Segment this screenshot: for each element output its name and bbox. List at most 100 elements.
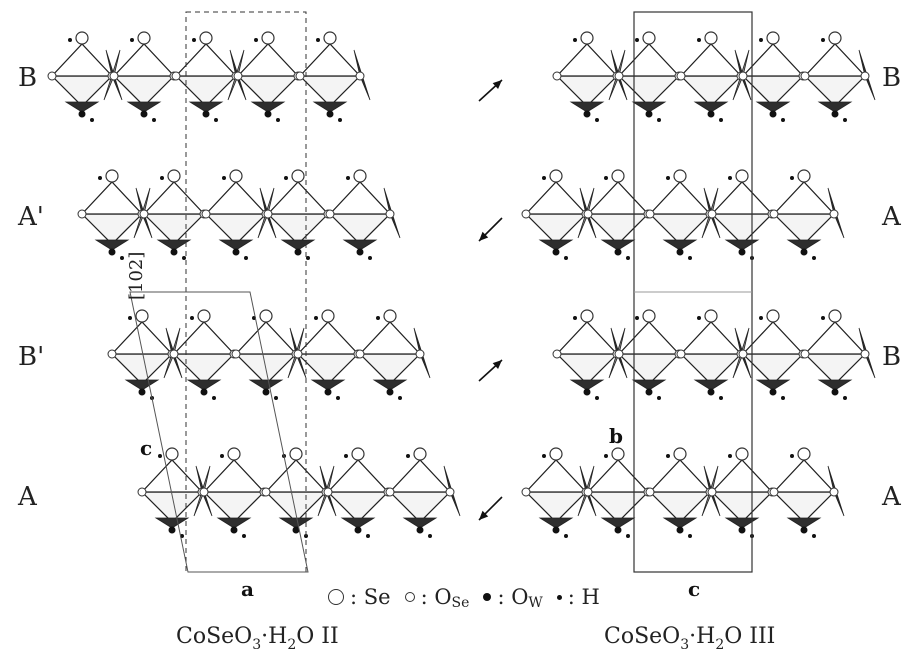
ose-atom bbox=[829, 209, 839, 219]
octahedron-front-face bbox=[326, 491, 390, 523]
h-atom bbox=[781, 396, 785, 400]
h-atom bbox=[697, 38, 701, 42]
octahedron-front-face bbox=[296, 353, 360, 385]
octahedron-bottom-face bbox=[372, 379, 408, 391]
layer-label-left-2: A' bbox=[18, 202, 44, 232]
h-atom bbox=[344, 454, 348, 458]
h-atom bbox=[542, 454, 546, 458]
octahedron-bottom-face bbox=[755, 101, 791, 113]
octahedron-bottom-face bbox=[340, 517, 376, 529]
se-atom bbox=[197, 309, 211, 323]
ose-atom bbox=[860, 71, 870, 81]
se-atom bbox=[642, 31, 656, 45]
octahedron-top-face bbox=[803, 43, 867, 77]
h-atom bbox=[635, 38, 639, 42]
ose-atom bbox=[385, 209, 395, 219]
octahedron-front-face bbox=[679, 75, 743, 107]
octahedron-front-face bbox=[110, 353, 174, 385]
caption-right-sub2: 2 bbox=[715, 637, 725, 653]
legend-ow-label: : O bbox=[497, 585, 529, 609]
h-atom bbox=[728, 454, 732, 458]
layer-label-right-1: B bbox=[882, 63, 902, 93]
h-atom bbox=[697, 316, 701, 320]
ose-atom bbox=[77, 209, 87, 219]
octahedron-top-face bbox=[586, 459, 650, 493]
arrow-head bbox=[479, 510, 489, 520]
se-atom bbox=[797, 169, 811, 183]
h-atom bbox=[542, 176, 546, 180]
ose-atom bbox=[676, 71, 686, 81]
h-atom bbox=[284, 176, 288, 180]
octahedron-bottom-face bbox=[402, 517, 438, 529]
h-atom bbox=[657, 118, 661, 122]
h-atom bbox=[821, 38, 825, 42]
ow-atom bbox=[800, 526, 808, 534]
octahedron bbox=[555, 43, 628, 113]
octahedron-bottom-face bbox=[693, 379, 729, 391]
octahedron-front-face bbox=[172, 353, 236, 385]
octahedron-front-face bbox=[202, 491, 266, 523]
octahedron-top-face bbox=[679, 43, 743, 77]
ose-atom bbox=[769, 487, 779, 497]
h-atom bbox=[564, 534, 568, 538]
octahedron bbox=[772, 181, 845, 251]
ose-atom bbox=[738, 349, 748, 359]
ow-atom bbox=[294, 248, 302, 256]
axis-label-c-right: c bbox=[688, 577, 701, 601]
legend-se-symbol bbox=[328, 589, 344, 605]
caption-left-rest: ·H bbox=[261, 624, 288, 649]
h-atom bbox=[719, 396, 723, 400]
ow-atom bbox=[170, 248, 178, 256]
h-atom bbox=[158, 454, 162, 458]
octahedron-top-face bbox=[741, 43, 805, 77]
ose-atom bbox=[231, 349, 241, 359]
h-atom bbox=[812, 534, 816, 538]
ow-atom bbox=[78, 110, 86, 118]
arrow-head bbox=[479, 231, 489, 241]
octahedron bbox=[133, 181, 206, 251]
octahedron-front-face bbox=[586, 213, 650, 245]
h-atom bbox=[626, 256, 630, 260]
octahedron-front-face bbox=[80, 213, 144, 245]
h-atom bbox=[242, 534, 246, 538]
h-atom bbox=[366, 534, 370, 538]
octahedron-top-face bbox=[710, 181, 774, 215]
h-atom bbox=[688, 534, 692, 538]
octahedron-top-face bbox=[586, 181, 650, 215]
se-atom bbox=[549, 447, 563, 461]
ow-atom bbox=[738, 526, 746, 534]
h-atom bbox=[336, 396, 340, 400]
h-atom bbox=[90, 118, 94, 122]
octahedron-top-face bbox=[140, 459, 204, 493]
octahedron-bottom-face bbox=[724, 517, 760, 529]
octahedron-bottom-face bbox=[817, 379, 853, 391]
arrow-down-left-2 bbox=[478, 496, 503, 521]
octahedron-front-face bbox=[358, 353, 422, 385]
layer-label-left-4: A bbox=[18, 482, 37, 512]
octahedron-bottom-face bbox=[600, 517, 636, 529]
se-atom bbox=[75, 31, 89, 45]
se-atom bbox=[611, 447, 625, 461]
ose-atom bbox=[707, 209, 717, 219]
arrow-head bbox=[492, 360, 502, 370]
h-atom bbox=[728, 176, 732, 180]
octahedron-top-face bbox=[617, 321, 681, 355]
octahedron-top-face bbox=[648, 459, 712, 493]
ow-atom bbox=[676, 526, 684, 534]
ow-atom bbox=[292, 526, 300, 534]
octahedron-top-face bbox=[50, 43, 114, 77]
octahedron-top-face bbox=[298, 43, 362, 77]
octahedron-front-face bbox=[586, 491, 650, 523]
octahedron-front-face bbox=[524, 491, 588, 523]
h-atom bbox=[212, 396, 216, 400]
h-atom bbox=[604, 176, 608, 180]
h-atom bbox=[595, 118, 599, 122]
octahedron-top-face bbox=[524, 181, 588, 215]
octahedron-front-face bbox=[142, 213, 206, 245]
h-atom bbox=[666, 454, 670, 458]
ose-atom bbox=[738, 71, 748, 81]
legend-ow-subscript: W bbox=[528, 595, 543, 611]
ose-atom bbox=[47, 71, 57, 81]
ow-atom bbox=[140, 110, 148, 118]
